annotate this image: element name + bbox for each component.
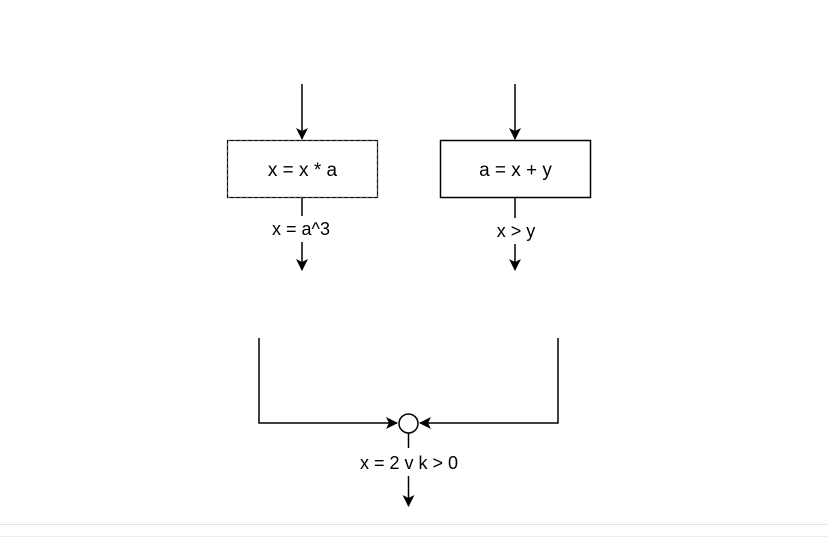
process-box-left[interactable]: x = x * a: [226, 139, 379, 199]
edge-label-right: x > y: [497, 221, 536, 241]
merge-input-left: [258, 338, 398, 429]
process-box-right[interactable]: a = x + y: [439, 139, 592, 199]
bottom-divider-secondary: [0, 536, 827, 537]
merge-input-right: [419, 338, 559, 429]
edge-label-merge: x = 2 v k > 0: [360, 453, 458, 473]
process-box-right-text: a = x + y: [479, 160, 552, 181]
merge-junction-node[interactable]: [398, 413, 419, 434]
bottom-divider: [0, 524, 827, 525]
edge-label-left: x = a^3: [272, 219, 330, 239]
process-box-left-text: x = x * a: [268, 160, 338, 181]
